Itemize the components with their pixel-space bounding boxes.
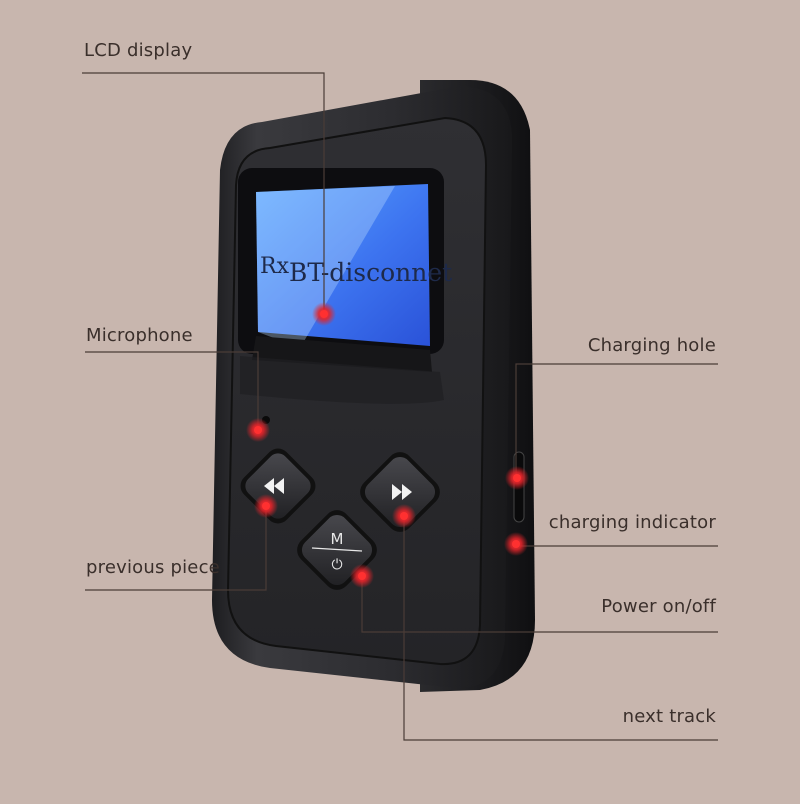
marker-power-core xyxy=(358,572,366,580)
marker-charging-indicator-core xyxy=(512,540,520,548)
marker-charging-hole-core xyxy=(513,474,521,482)
lcd-mode-text: Rx xyxy=(260,254,290,279)
previous-track-icon xyxy=(264,478,284,494)
mode-divider xyxy=(311,547,363,552)
lcd-screen xyxy=(256,184,430,346)
callout-markers xyxy=(246,302,529,588)
callout-power: Power on/off xyxy=(601,596,716,617)
leader-charging-hole xyxy=(515,363,718,478)
lcd-reflection xyxy=(256,186,395,348)
callout-next-track: next track xyxy=(622,706,716,727)
leader-previous xyxy=(85,507,267,591)
lcd-status-text: BT-disconnet xyxy=(289,258,452,287)
callout-microphone: Microphone xyxy=(86,325,193,346)
leader-microphone xyxy=(85,351,259,428)
marker-previous-core xyxy=(262,502,270,510)
callout-charging-indicator: charging indicator xyxy=(548,512,716,533)
marker-lcd-core xyxy=(320,310,328,318)
leader-next-track xyxy=(403,516,718,741)
leader-lcd xyxy=(82,72,325,312)
callout-lcd-display: LCD display xyxy=(84,40,193,61)
callout-previous-piece: previous piece xyxy=(86,557,220,578)
face-bevel xyxy=(240,356,444,404)
leader-power xyxy=(361,578,718,633)
marker-microphone-core xyxy=(254,426,262,434)
callout-charging-hole: Charging hole xyxy=(587,335,716,356)
power-glyph: ⏻ xyxy=(331,557,342,573)
mode-letter: M xyxy=(331,530,344,548)
leader-lines xyxy=(82,72,718,741)
marker-next-core xyxy=(400,512,408,520)
next-track-icon xyxy=(392,484,412,500)
